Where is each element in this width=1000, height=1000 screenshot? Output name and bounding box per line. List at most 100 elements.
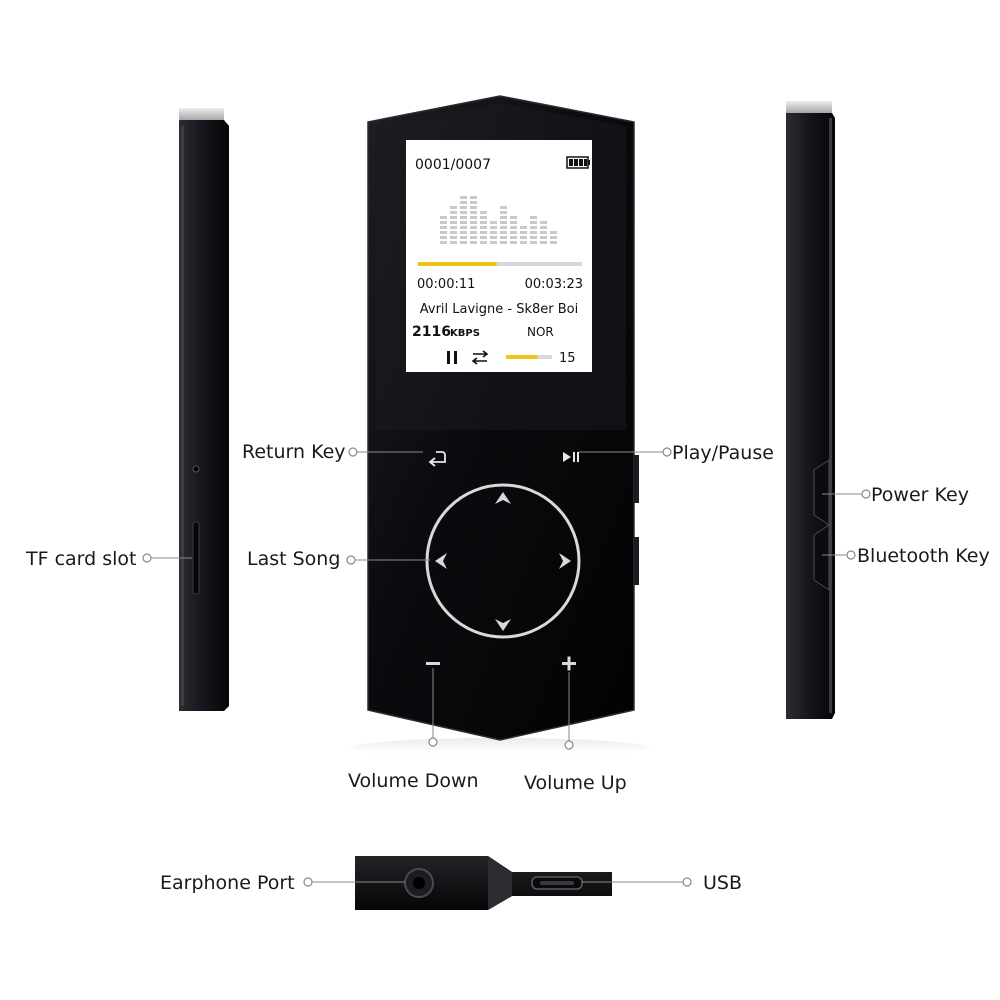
play-pause-button[interactable]: [563, 452, 579, 462]
eq-bar-segment: [440, 216, 447, 219]
label-earphone-port: Earphone Port: [160, 872, 295, 894]
front-side-key-lower: [634, 537, 639, 585]
eq-bar-segment: [490, 231, 497, 234]
next-song-arrow-icon[interactable]: [559, 553, 571, 569]
return-arrow-icon: [428, 455, 446, 467]
eq-bar-segment: [530, 236, 537, 239]
eq-bar-segment: [470, 201, 477, 204]
progress-track: [418, 262, 582, 266]
eq-bar-segment: [470, 226, 477, 229]
pause-icon: [447, 351, 457, 364]
side-mic-hole-icon: [192, 465, 200, 473]
power-key-callout-dot: [861, 489, 871, 499]
label-bluetooth-key: Bluetooth Key: [857, 545, 990, 567]
eq-bar-segment: [510, 236, 517, 239]
eq-bar-segment: [510, 216, 517, 219]
eq-bar-segment: [440, 231, 447, 234]
eq-bar-segment: [450, 231, 457, 234]
earphone-port-hole: [413, 877, 425, 889]
eq-bar-segment: [470, 211, 477, 214]
eq-bar-segment: [440, 241, 447, 244]
battery-icon: [566, 156, 590, 169]
bottom-view: [355, 856, 612, 910]
label-usb: USB: [703, 872, 742, 894]
eq-bar-segment: [520, 231, 527, 234]
eq-bar-segment: [480, 231, 487, 234]
label-volume-up: Volume Up: [524, 772, 627, 794]
eq-bar-segment: [530, 231, 537, 234]
volume-fill: [506, 355, 538, 359]
return-key-button[interactable]: [428, 451, 446, 467]
eq-bar-segment: [470, 241, 477, 244]
eq-bar-segment: [520, 236, 527, 239]
eq-bar-segment: [470, 206, 477, 209]
player-screen: [406, 140, 592, 372]
eq-bar-segment: [550, 241, 557, 244]
eq-bar-segment: [540, 241, 547, 244]
eq-bar-segment: [440, 226, 447, 229]
eq-bar-segment: [450, 216, 457, 219]
usb-port-tongue: [540, 881, 574, 885]
eq-bar-segment: [450, 206, 457, 209]
volume-down-minus-icon[interactable]: [426, 662, 440, 665]
eq-bar-segment: [540, 236, 547, 239]
eq-bar-segment: [520, 226, 527, 229]
eq-bar-segment: [460, 201, 467, 204]
left-side-body: [179, 120, 229, 711]
eq-bar-segment: [500, 241, 507, 244]
eq-bar-segment: [550, 236, 557, 239]
left-side-highlight: [181, 126, 184, 706]
power-key-button[interactable]: [813, 459, 830, 526]
label-volume-down: Volume Down: [348, 770, 479, 792]
bitrate-unit: KBPS: [450, 328, 480, 339]
eq-mode: NOR: [527, 325, 554, 339]
eq-bar-segment: [480, 226, 487, 229]
eq-bar-segment: [490, 241, 497, 244]
eq-bar-segment: [470, 236, 477, 239]
eq-bar-segment: [460, 196, 467, 199]
eq-bar-segment: [470, 221, 477, 224]
up-arrow-icon[interactable]: [495, 492, 511, 504]
front-reflection: [350, 738, 650, 758]
label-play-pause: Play/Pause: [672, 442, 774, 464]
usb-callout-dot: [682, 877, 692, 887]
eq-bar-segment: [480, 216, 487, 219]
eq-bar-segment: [550, 231, 557, 234]
label-return-key: Return Key: [242, 441, 346, 463]
eq-bar-segment: [500, 216, 507, 219]
navigation-wheel[interactable]: [425, 483, 581, 639]
eq-bar-segment: [480, 241, 487, 244]
label-tf-card-slot: TF card slot: [25, 548, 137, 570]
equalizer-visualizer-icon: [440, 196, 557, 244]
earphone-callout-dot: [303, 877, 313, 887]
eq-bar-segment: [480, 211, 487, 214]
callout-lines: [151, 451, 862, 883]
eq-bar-segment: [530, 226, 537, 229]
left-side-top-cap: [179, 108, 224, 122]
elapsed-time: 00:00:11: [417, 277, 475, 292]
volume-up-plus-icon[interactable]: [562, 656, 576, 671]
callout-dots: [142, 447, 871, 887]
total-duration: 00:03:23: [525, 277, 583, 292]
right-side-highlight: [829, 118, 832, 713]
right-side-top-cap: [786, 101, 832, 115]
volume-up-callout-dot: [564, 740, 574, 750]
eq-bar-segment: [440, 221, 447, 224]
bluetooth-key-callout-dot: [846, 550, 856, 560]
down-arrow-icon[interactable]: [495, 619, 511, 631]
eq-bar-segment: [460, 231, 467, 234]
eq-bar-segment: [460, 241, 467, 244]
bluetooth-key-button[interactable]: [813, 524, 830, 591]
last-song-arrow-icon[interactable]: [435, 553, 447, 569]
volume-down-callout-dot: [428, 737, 438, 747]
eq-bar-segment: [460, 206, 467, 209]
eq-bar-segment: [490, 236, 497, 239]
track-counter: 0001/0007: [415, 157, 491, 173]
eq-bar-segment: [500, 236, 507, 239]
eq-bar-segment: [460, 236, 467, 239]
eq-bar-segment: [540, 226, 547, 229]
tf-card-callout-dot: [142, 553, 152, 563]
eq-bar-segment: [440, 236, 447, 239]
front-side-key-upper: [634, 455, 639, 503]
